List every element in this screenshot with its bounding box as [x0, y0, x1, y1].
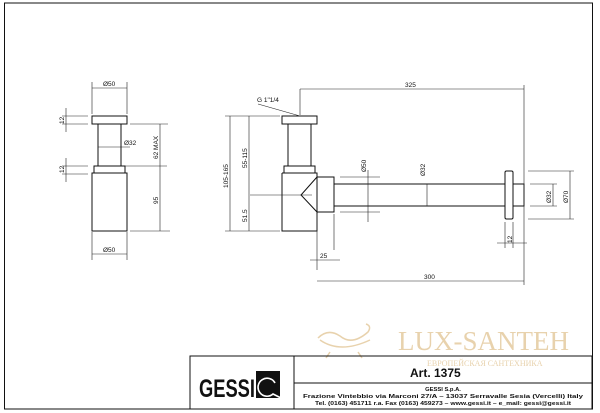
dim-stem-diameter: Ø32	[124, 140, 137, 147]
article-number: Art. 1375	[410, 366, 461, 380]
cap	[91, 115, 128, 125]
dim-pipe-diameter: Ø32	[420, 163, 427, 176]
dim-flange-thickness: 12	[507, 235, 514, 243]
front-view: G 1"1/4 105-165 55-115 51.5 325 300 25 Ø…	[223, 82, 574, 285]
pipe	[333, 183, 506, 207]
dim-thread: G 1"1/4	[257, 97, 279, 104]
collar	[93, 165, 126, 174]
watermark-subtitle: ЕВРОПЕЙСКАЯ САНТЕХНИКА	[427, 359, 543, 368]
collar	[283, 165, 316, 174]
wall-flange	[504, 170, 514, 220]
gessi-logo: GESSI	[199, 371, 284, 403]
title-block: GESSI Art. 1375 GESSI S.p.A. Frazione Vi…	[189, 355, 593, 410]
dim-flange-diameter: Ø70	[563, 190, 570, 203]
dim-pipe-length: 300	[424, 274, 435, 281]
dim-top-diameter: Ø50	[103, 81, 116, 88]
body	[91, 172, 128, 232]
dim-lower-height: 51.5	[242, 209, 249, 222]
company-contacts: Tel. (0163) 451711 r.a. Fax (0163) 45927…	[315, 401, 571, 407]
cap	[281, 115, 318, 125]
dim-cap-height: 12	[59, 116, 66, 124]
thread-leader	[257, 103, 301, 117]
dim-upper-height: 55-115	[242, 148, 249, 168]
watermark: LUX-SANTEH ЕВРОПЕЙСКАЯ САНТЕХНИКА	[317, 323, 569, 368]
svg-text:GESSI: GESSI	[199, 375, 255, 403]
dim-outlet-offset: 25	[320, 253, 328, 260]
company-address: Frazione Vintebbio via Marconi 27/A – 13…	[303, 394, 584, 400]
stem	[287, 123, 312, 167]
dim-body-height: 95	[153, 196, 160, 204]
body-notch	[300, 176, 318, 213]
wall-stub	[512, 183, 525, 207]
company-name: GESSI S.p.A.	[425, 387, 461, 393]
dim-total-height: 105-165	[223, 164, 230, 188]
dim-total-width: 325	[405, 82, 416, 89]
outlet-nut	[316, 176, 335, 213]
dim-stem-length: 62 MAX	[153, 135, 160, 159]
watermark-title: LUX-SANTEH	[398, 326, 569, 356]
dim-collar-height: 12	[59, 165, 66, 173]
dim-outlet-diameter: Ø50	[361, 159, 368, 172]
dim-stub-diameter: Ø32	[546, 190, 553, 203]
side-view: Ø50 Ø50 Ø32 12 12 62 MAX 95	[59, 81, 170, 260]
bathtub-logo-icon	[317, 323, 371, 359]
dim-bottom-diameter: Ø50	[103, 247, 116, 254]
stem	[97, 123, 122, 167]
body	[281, 172, 318, 232]
